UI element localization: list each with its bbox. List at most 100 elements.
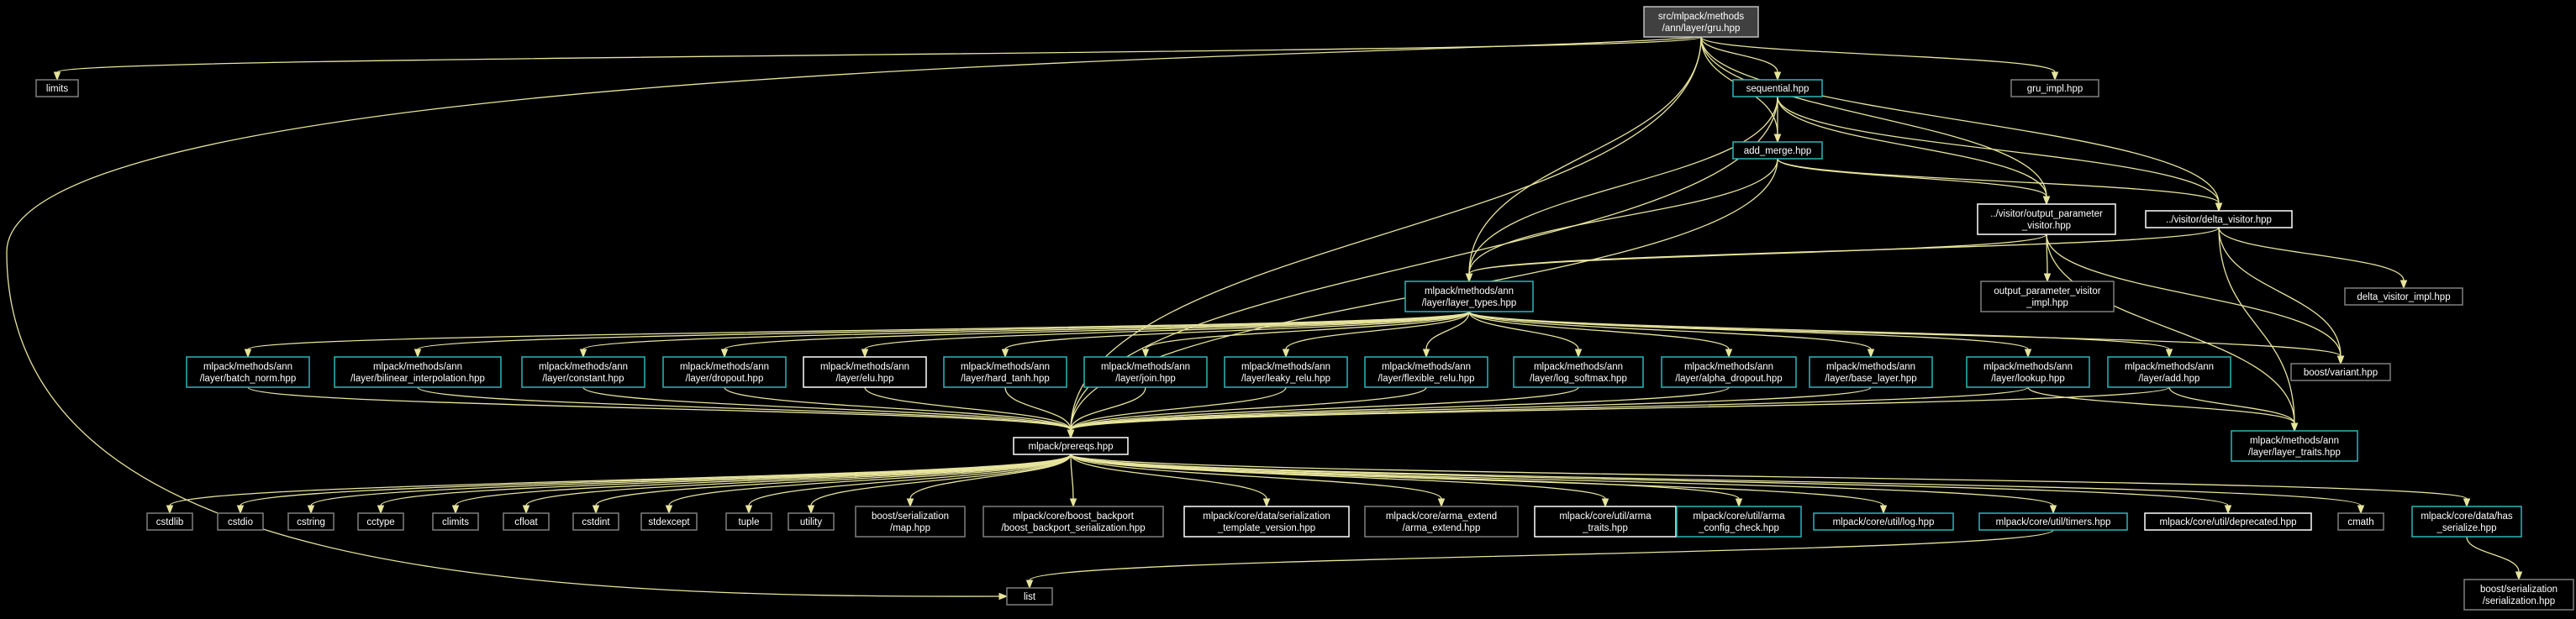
node-has-serialize[interactable]: mlpack/core/data/has_serialize.hpp <box>2411 506 2522 538</box>
node-label: mlpack/methods/ann <box>1241 362 1330 372</box>
node-box <box>2344 287 2463 306</box>
node-label: list <box>1024 592 1036 602</box>
node-boost-variant[interactable]: boost/variant.hpp <box>2290 363 2391 381</box>
node-elu[interactable]: mlpack/methods/ann/layer/elu.hpp <box>803 356 927 388</box>
node-stdexcept[interactable]: stdexcept <box>640 512 698 531</box>
node-label: mlpack/methods/ann <box>2125 362 2214 372</box>
node-timers[interactable]: mlpack/core/util/timers.hpp <box>1978 512 2128 531</box>
node-boost-serialization[interactable]: boost/serialization/serialization.hpp <box>2463 579 2574 611</box>
node-alpha-dropout[interactable]: mlpack/methods/ann/layer/alpha_dropout.h… <box>1661 356 1797 388</box>
node-utility[interactable]: utility <box>788 512 835 531</box>
node-constant[interactable]: mlpack/methods/ann/layer/constant.hpp <box>521 356 645 388</box>
node-label: /layer/bilinear_interpolation.hpp <box>350 374 485 384</box>
node-label: mlpack/methods/ann <box>1684 362 1773 372</box>
node-lookup[interactable]: mlpack/methods/ann/layer/lookup.hpp <box>1966 356 2090 388</box>
node-box <box>2145 210 2293 228</box>
node-sequential[interactable]: sequential.hpp <box>1732 79 1823 97</box>
node-batch-norm[interactable]: mlpack/methods/ann/layer/batch_norm.hpp <box>186 356 310 388</box>
node-tuple[interactable]: tuple <box>725 512 772 531</box>
node-box <box>982 506 1164 538</box>
node-log-softmax[interactable]: mlpack/methods/ann/layer/log_softmax.hpp <box>1513 356 1644 388</box>
node-join[interactable]: mlpack/methods/ann/layer/join.hpp <box>1083 356 1208 388</box>
node-cctype[interactable]: cctype <box>357 512 404 531</box>
node-arma-extend[interactable]: mlpack/core/arma_extend/arma_extend.hpp <box>1364 506 1519 538</box>
node-label: boost/serialization <box>872 511 949 522</box>
node-log[interactable]: mlpack/core/util/log.hpp <box>1813 512 1954 531</box>
node-deprecated[interactable]: mlpack/core/util/deprecated.hpp <box>2144 512 2312 531</box>
edge-layer_types-to-log_softmax <box>1468 311 1583 359</box>
node-label: tuple <box>739 517 760 527</box>
node-label: /layer/hard_tanh.hpp <box>961 374 1050 384</box>
node-box <box>35 79 79 97</box>
node-base-layer[interactable]: mlpack/methods/ann/layer/base_layer.hpp <box>1809 356 1933 388</box>
node-dropout[interactable]: mlpack/methods/ann/layer/dropout.hpp <box>662 356 787 388</box>
node-label: /layer/elu.hpp <box>835 374 893 384</box>
edge-gru-to-list <box>6 36 1702 601</box>
node-label: /layer/layer_types.hpp <box>1422 298 1517 308</box>
edge-layer_types-to-alpha_dropout <box>1468 311 1733 359</box>
node-leaky-relu[interactable]: mlpack/methods/ann/layer/leaky_relu.hpp <box>1224 356 1348 388</box>
node-cstdio[interactable]: cstdio <box>217 512 264 531</box>
node-cstdint[interactable]: cstdint <box>572 512 619 531</box>
node-gru[interactable]: src/mlpack/methods/ann/layer/gru.hpp <box>1643 6 1759 38</box>
node-label: climits <box>442 517 469 527</box>
node-arma-config[interactable]: mlpack/core/util/arma_config_check.hpp <box>1676 506 1802 538</box>
node-box <box>217 512 264 531</box>
node-label: boost/serialization <box>2480 585 2558 595</box>
node-label: stdexcept <box>648 517 690 527</box>
node-delta-impl[interactable]: delta_visitor_impl.hpp <box>2344 287 2463 306</box>
node-layer-types[interactable]: mlpack/methods/ann/layer/layer_types.hpp <box>1404 281 1534 312</box>
edge-layer_types-to-constant <box>579 311 1470 359</box>
node-label: mlpack/methods/ann <box>961 362 1050 372</box>
node-label: _config_check.hpp <box>1698 523 1779 533</box>
node-boost-backport[interactable]: mlpack/core/boost_backport/boost_backpor… <box>982 506 1164 538</box>
node-delta-visitor[interactable]: ../visitor/delta_visitor.hpp <box>2145 210 2293 228</box>
node-box <box>2010 79 2099 97</box>
node-climits[interactable]: climits <box>432 512 479 531</box>
node-cmath[interactable]: cmath <box>2337 512 2384 531</box>
node-gru-impl[interactable]: gru_impl.hpp <box>2010 79 2099 97</box>
edge-layer_types-to-dropout <box>720 311 1470 359</box>
edge-prereqs-to-arma_extend <box>1070 454 1446 508</box>
edge-timers-to-list <box>1025 529 2054 590</box>
node-hard-tanh[interactable]: mlpack/methods/ann/layer/hard_tanh.hpp <box>943 356 1067 388</box>
node-arma-traits[interactable]: mlpack/core/util/arma_traits.hpp <box>1534 506 1677 538</box>
node-prereqs[interactable]: mlpack/prereqs.hpp <box>1013 437 1129 455</box>
edge-prereqs-to-log <box>1070 454 1888 515</box>
node-box <box>1978 512 2128 531</box>
node-bilinear[interactable]: mlpack/methods/ann/layer/bilinear_interp… <box>334 356 502 388</box>
node-box <box>287 512 335 531</box>
node-box <box>2411 506 2522 538</box>
node-limits[interactable]: limits <box>35 79 79 97</box>
edge-prereqs-to-template_version <box>1070 454 1271 508</box>
node-cstdlib[interactable]: cstdlib <box>146 512 193 531</box>
node-add[interactable]: mlpack/methods/ann/layer/add.hpp <box>2107 356 2231 388</box>
node-box <box>855 506 966 538</box>
edge-gru-to-gru_impl <box>1700 36 2059 81</box>
node-box <box>357 512 404 531</box>
node-layer-traits[interactable]: mlpack/methods/ann/layer/layer_traits.hp… <box>2231 430 2358 462</box>
node-add-merge[interactable]: add_merge.hpp <box>1732 141 1823 160</box>
node-label: /layer/leaky_relu.hpp <box>1241 374 1330 384</box>
node-cfloat[interactable]: cfloat <box>503 512 550 531</box>
node-label: add_merge.hpp <box>1744 146 1812 156</box>
node-output-visitor[interactable]: ../visitor/output_parameter_visitor.hpp <box>1977 203 2116 235</box>
node-boost-map[interactable]: boost/serialization/map.hpp <box>855 506 966 538</box>
node-label: cstdio <box>228 517 253 527</box>
node-label: /map.hpp <box>890 523 930 533</box>
node-flexible-relu[interactable]: mlpack/methods/ann/layer/flexible_relu.h… <box>1364 356 1488 388</box>
node-label: output_parameter_visitor <box>1994 286 2100 296</box>
node-box <box>1006 587 1053 606</box>
edge-prereqs-to-deprecated <box>1070 454 2232 515</box>
node-output-impl[interactable]: output_parameter_visitor_impl.hpp <box>1980 281 2115 312</box>
node-label: mlpack/methods/ann <box>1101 362 1190 372</box>
node-cstring[interactable]: cstring <box>287 512 335 531</box>
node-label: mlpack/prereqs.hpp <box>1029 442 1114 452</box>
edge-layer_types-to-flexible_relu <box>1422 311 1470 359</box>
node-box <box>1977 203 2116 235</box>
node-box <box>788 512 835 531</box>
node-list[interactable]: list <box>1006 587 1053 606</box>
node-label: delta_visitor_impl.hpp <box>2357 292 2450 302</box>
node-template-version[interactable]: mlpack/core/data/serialization_template_… <box>1183 506 1350 538</box>
node-box <box>640 512 698 531</box>
